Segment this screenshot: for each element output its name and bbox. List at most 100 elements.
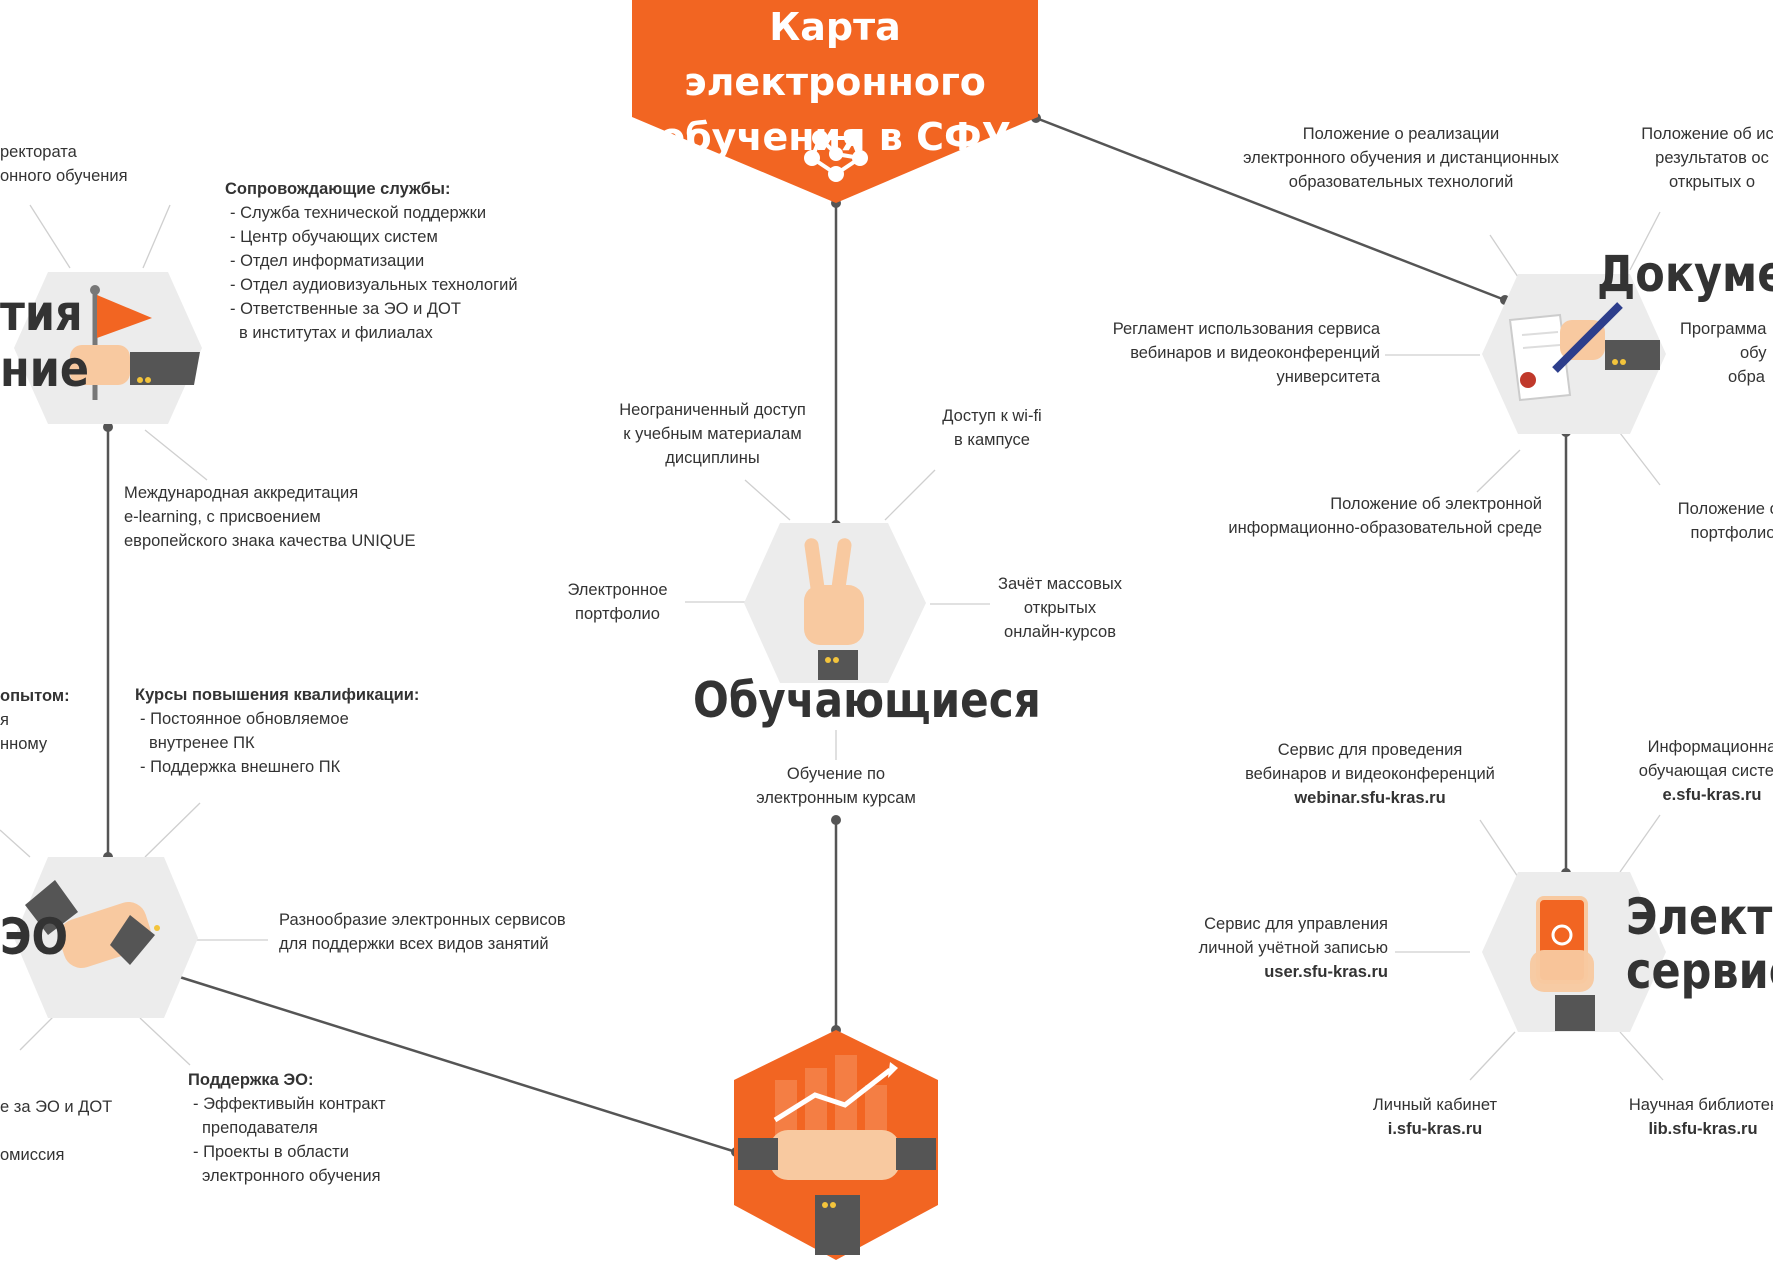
label-webinar-service: Сервис для проведения вебинаров и видеок… [1200,738,1540,810]
label-item: - Постоянное обновляемое [140,710,349,728]
victory-hand-icon [804,538,864,680]
label-line: Положение об электронной [1330,495,1542,513]
label-line: ректората [0,143,77,161]
label-program: Программа обу обра [1680,317,1767,389]
label-line: Международная аккредитация [124,484,359,502]
label-line: открытых о [1668,173,1756,191]
label-line: Личный кабинет [1372,1096,1498,1114]
label-wifi: Доступ к wi-fi в кампусе [912,404,1072,452]
heading-services-line: сервисы [1626,942,1773,1000]
label-experience: опытом: я нному [0,684,70,756]
label-line: Информационна [1647,738,1773,756]
label-line: университета [1276,368,1380,386]
link-cabinet[interactable]: i.sfu-kras.ru [1387,1120,1483,1138]
label-line: Обучение по [786,765,886,783]
connector-lines [106,116,1568,1154]
map-title: Карта электронного обучения в СФУ [632,0,1038,165]
label-line: Разнообразие электронных сервисов [279,911,566,929]
label-title: Сопровождающие службы: [225,180,451,198]
label-regulation-eo: Положение о реализации электронного обуч… [1220,122,1582,194]
label-line: личной учётной записью [1198,939,1388,957]
document-sign-icon [1508,302,1660,402]
label-line: e-learning, с присвоением [124,508,321,526]
label-line: к учебным материалам [623,425,802,443]
smartphone-hand-icon [1530,896,1595,1031]
label-line: дисциплины [665,449,760,467]
label-line: портфолио [1690,524,1773,542]
heading-services-line: Электро [1626,888,1773,946]
label-title: Поддержка ЭО: [188,1071,314,1089]
label-line: электронного обучения и дистанционных [1243,149,1559,167]
growth-hands-icon [738,1055,936,1255]
label-library: Научная библиотек lib.sfu-kras.ru [1603,1093,1773,1141]
heading-strategy-line: тия [0,284,83,342]
label-item: преподавателя [202,1119,318,1137]
label-variety: Разнообразие электронных сервисов для по… [279,908,566,956]
heading-strategy: тия ние [0,285,89,397]
label-line: онлайн-курсов [1004,623,1116,641]
label-line: нному [0,735,48,753]
label-item: - Эффективыйн контракт [193,1095,386,1113]
flag-hand-icon [70,285,200,400]
label-line: электронным курсам [756,789,916,807]
label-info-system: Информационна обучающая систем e.sfu-kra… [1612,735,1773,807]
link-webinar[interactable]: webinar.sfu-kras.ru [1294,789,1446,807]
handshake-icon [25,880,160,969]
label-item: в институтах и филиалах [239,324,433,342]
label-line: открытых [1023,599,1097,617]
label-item: электронного обучения [202,1167,381,1185]
label-line: образовательных технологий [1288,173,1514,191]
heading-services: Электро сервисы [1626,890,1773,998]
label-line: я [0,711,9,729]
label-unlimited-access: Неограниченный доступ к учебным материал… [600,398,825,470]
label-line: информационно-образовательной среде [1228,519,1542,537]
label-mooc: Зачёт массовых открытых онлайн-курсов [985,572,1135,644]
label-item: - Центр обучающих систем [230,228,438,246]
label-line: Положение о реализации [1302,125,1500,143]
label-portfolio: Электронное портфолио [550,578,685,626]
label-line: обра [1728,368,1765,386]
label-line: Электронное [567,581,668,599]
link-info-system[interactable]: e.sfu-kras.ru [1662,786,1762,804]
link-library[interactable]: lib.sfu-kras.ru [1648,1120,1758,1138]
label-item: - Отдел информатизации [230,252,425,270]
map-title-line: Карта электронного [684,5,986,104]
heading-support: ЭО [0,908,69,966]
heading-strategy-line: ние [0,340,90,398]
label-commission: омиссия [0,1146,65,1164]
label-line: Зачёт массовых [998,575,1122,593]
label-line: онного обучения [0,167,128,185]
label-line: опытом: [0,687,70,705]
label-ecourses: Обучение по электронным курсам [738,762,934,810]
label-line: результатов ос [1655,149,1769,167]
label-line: для поддержки всех видов занятий [279,935,549,953]
label-line: Программа [1680,320,1767,338]
label-line: Сервис для управления [1204,915,1388,933]
heading-documents: Документ [1597,245,1773,303]
label-item: - Служба технической поддержки [230,204,487,222]
heading-students: Обучающиеся [693,672,1041,729]
label-item: - Отдел аудиовизуальных технологий [230,276,518,294]
label-eios: Положение об электронной информационно-о… [1170,492,1542,540]
label-line: в кампусе [954,431,1030,449]
label-line: портфолио [575,605,660,623]
label-rectorate: ректората онного обучения [0,140,128,188]
label-line: Регламент использования сервиса [1112,320,1380,338]
label-eo-support: Поддержка ЭО: - Эффективыйн контракт пре… [188,1068,386,1188]
label-cabinet: Личный кабинет i.sfu-kras.ru [1350,1093,1520,1141]
network-logo-icon [804,130,868,182]
label-dot-resp: е за ЭО и ДОТ [0,1098,113,1116]
label-services-support: Сопровождающие службы: - Служба техничес… [225,177,518,345]
link-account[interactable]: user.sfu-kras.ru [1264,963,1388,981]
label-account-service: Сервис для управления личной учётной зап… [1130,912,1388,984]
label-line: Сервис для проведения [1277,741,1463,759]
label-item: - Поддержка внешнего ПК [140,758,341,776]
map-title-line: обучения в СФУ [659,115,1011,159]
label-line: вебинаров и видеоконференций [1245,765,1495,783]
label-regulation-results: Положение об исп результатов ос открытых… [1612,122,1773,194]
label-title: Курсы повышения квалификации: [135,686,420,704]
title-banner [632,0,1038,203]
label-item: - Проекты в области [193,1143,349,1161]
label-line: обучающая систем [1638,762,1773,780]
